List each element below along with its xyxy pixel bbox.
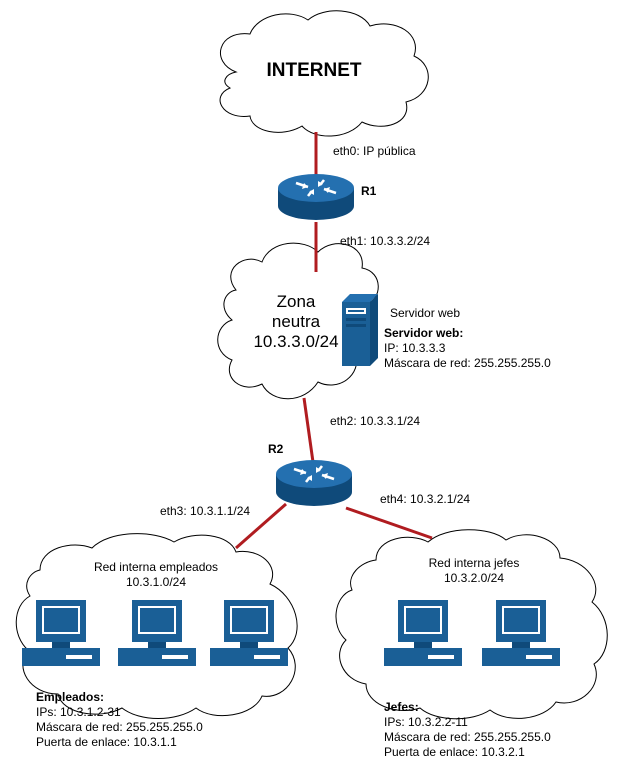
- employees-info-gateway: Puerta de enlace: 10.3.1.1: [36, 735, 177, 749]
- bosses-info: Jefes: IPs: 10.3.2.2-11 Máscara de red: …: [384, 700, 551, 760]
- bosses-info-ips: IPs: 10.3.2.2-11: [384, 715, 468, 729]
- r1-name-label: R1: [361, 184, 377, 198]
- bosses-net-title: Red interna jefes: [428, 556, 520, 570]
- dmz-label-line2: neutra: [271, 312, 321, 331]
- r2-eth2-label: eth2: 10.3.3.1/24: [330, 414, 421, 428]
- network-links: [235, 132, 433, 550]
- employees-net-title: Red interna empleados: [93, 560, 219, 574]
- internet-label: INTERNET: [266, 60, 362, 81]
- dmz-label-line3: 10.3.3.0/24: [253, 332, 339, 351]
- web-server-info: Servidor web: IP: 10.3.3.3 Máscara de re…: [384, 326, 551, 371]
- bosses-net-label: Red interna jefes 10.3.2.0/24: [429, 556, 520, 586]
- web-server-icon: [342, 294, 378, 366]
- r2-eth3-label: eth3: 10.3.1.1/24: [160, 504, 251, 518]
- dmz-label-line1: Zona: [276, 292, 316, 311]
- employees-info-ips: IPs: 10.3.1.2-31: [36, 705, 121, 719]
- employees-info-title: Empleados:: [36, 690, 105, 704]
- bosses-info-mask: Máscara de red: 255.255.255.0: [384, 730, 551, 744]
- employees-info-mask: Máscara de red: 255.255.255.0: [36, 720, 203, 734]
- router-r1-icon: [276, 172, 356, 222]
- router-r2-icon: [274, 458, 354, 508]
- web-server-caption: Servidor web: [390, 306, 461, 320]
- dmz-label: Zona neutra 10.3.3.0/24: [253, 292, 338, 352]
- web-server-info-title: Servidor web:: [384, 326, 464, 340]
- bosses-net-subnet: 10.3.2.0/24: [443, 571, 505, 585]
- employees-net-label: Red interna empleados 10.3.1.0/24: [94, 560, 218, 590]
- bosses-info-title: Jefes:: [384, 700, 419, 714]
- r2-eth4-label: eth4: 10.3.2.1/24: [380, 492, 471, 506]
- employees-net-subnet: 10.3.1.0/24: [125, 575, 187, 589]
- r1-eth0-label: eth0: IP pública: [333, 144, 416, 158]
- web-server-info-mask: Máscara de red: 255.255.255.0: [384, 356, 551, 370]
- bosses-cloud: [335, 529, 608, 720]
- bosses-info-gateway: Puerta de enlace: 10.3.2.1: [384, 745, 525, 759]
- web-server-info-ip: IP: 10.3.3.3: [384, 341, 446, 355]
- r1-eth1-label: eth1: 10.3.3.2/24: [340, 234, 431, 248]
- r2-name-label: R2: [268, 442, 284, 456]
- internet-cloud: [219, 10, 429, 137]
- employees-info: Empleados: IPs: 10.3.1.2-31 Máscara de r…: [36, 690, 203, 750]
